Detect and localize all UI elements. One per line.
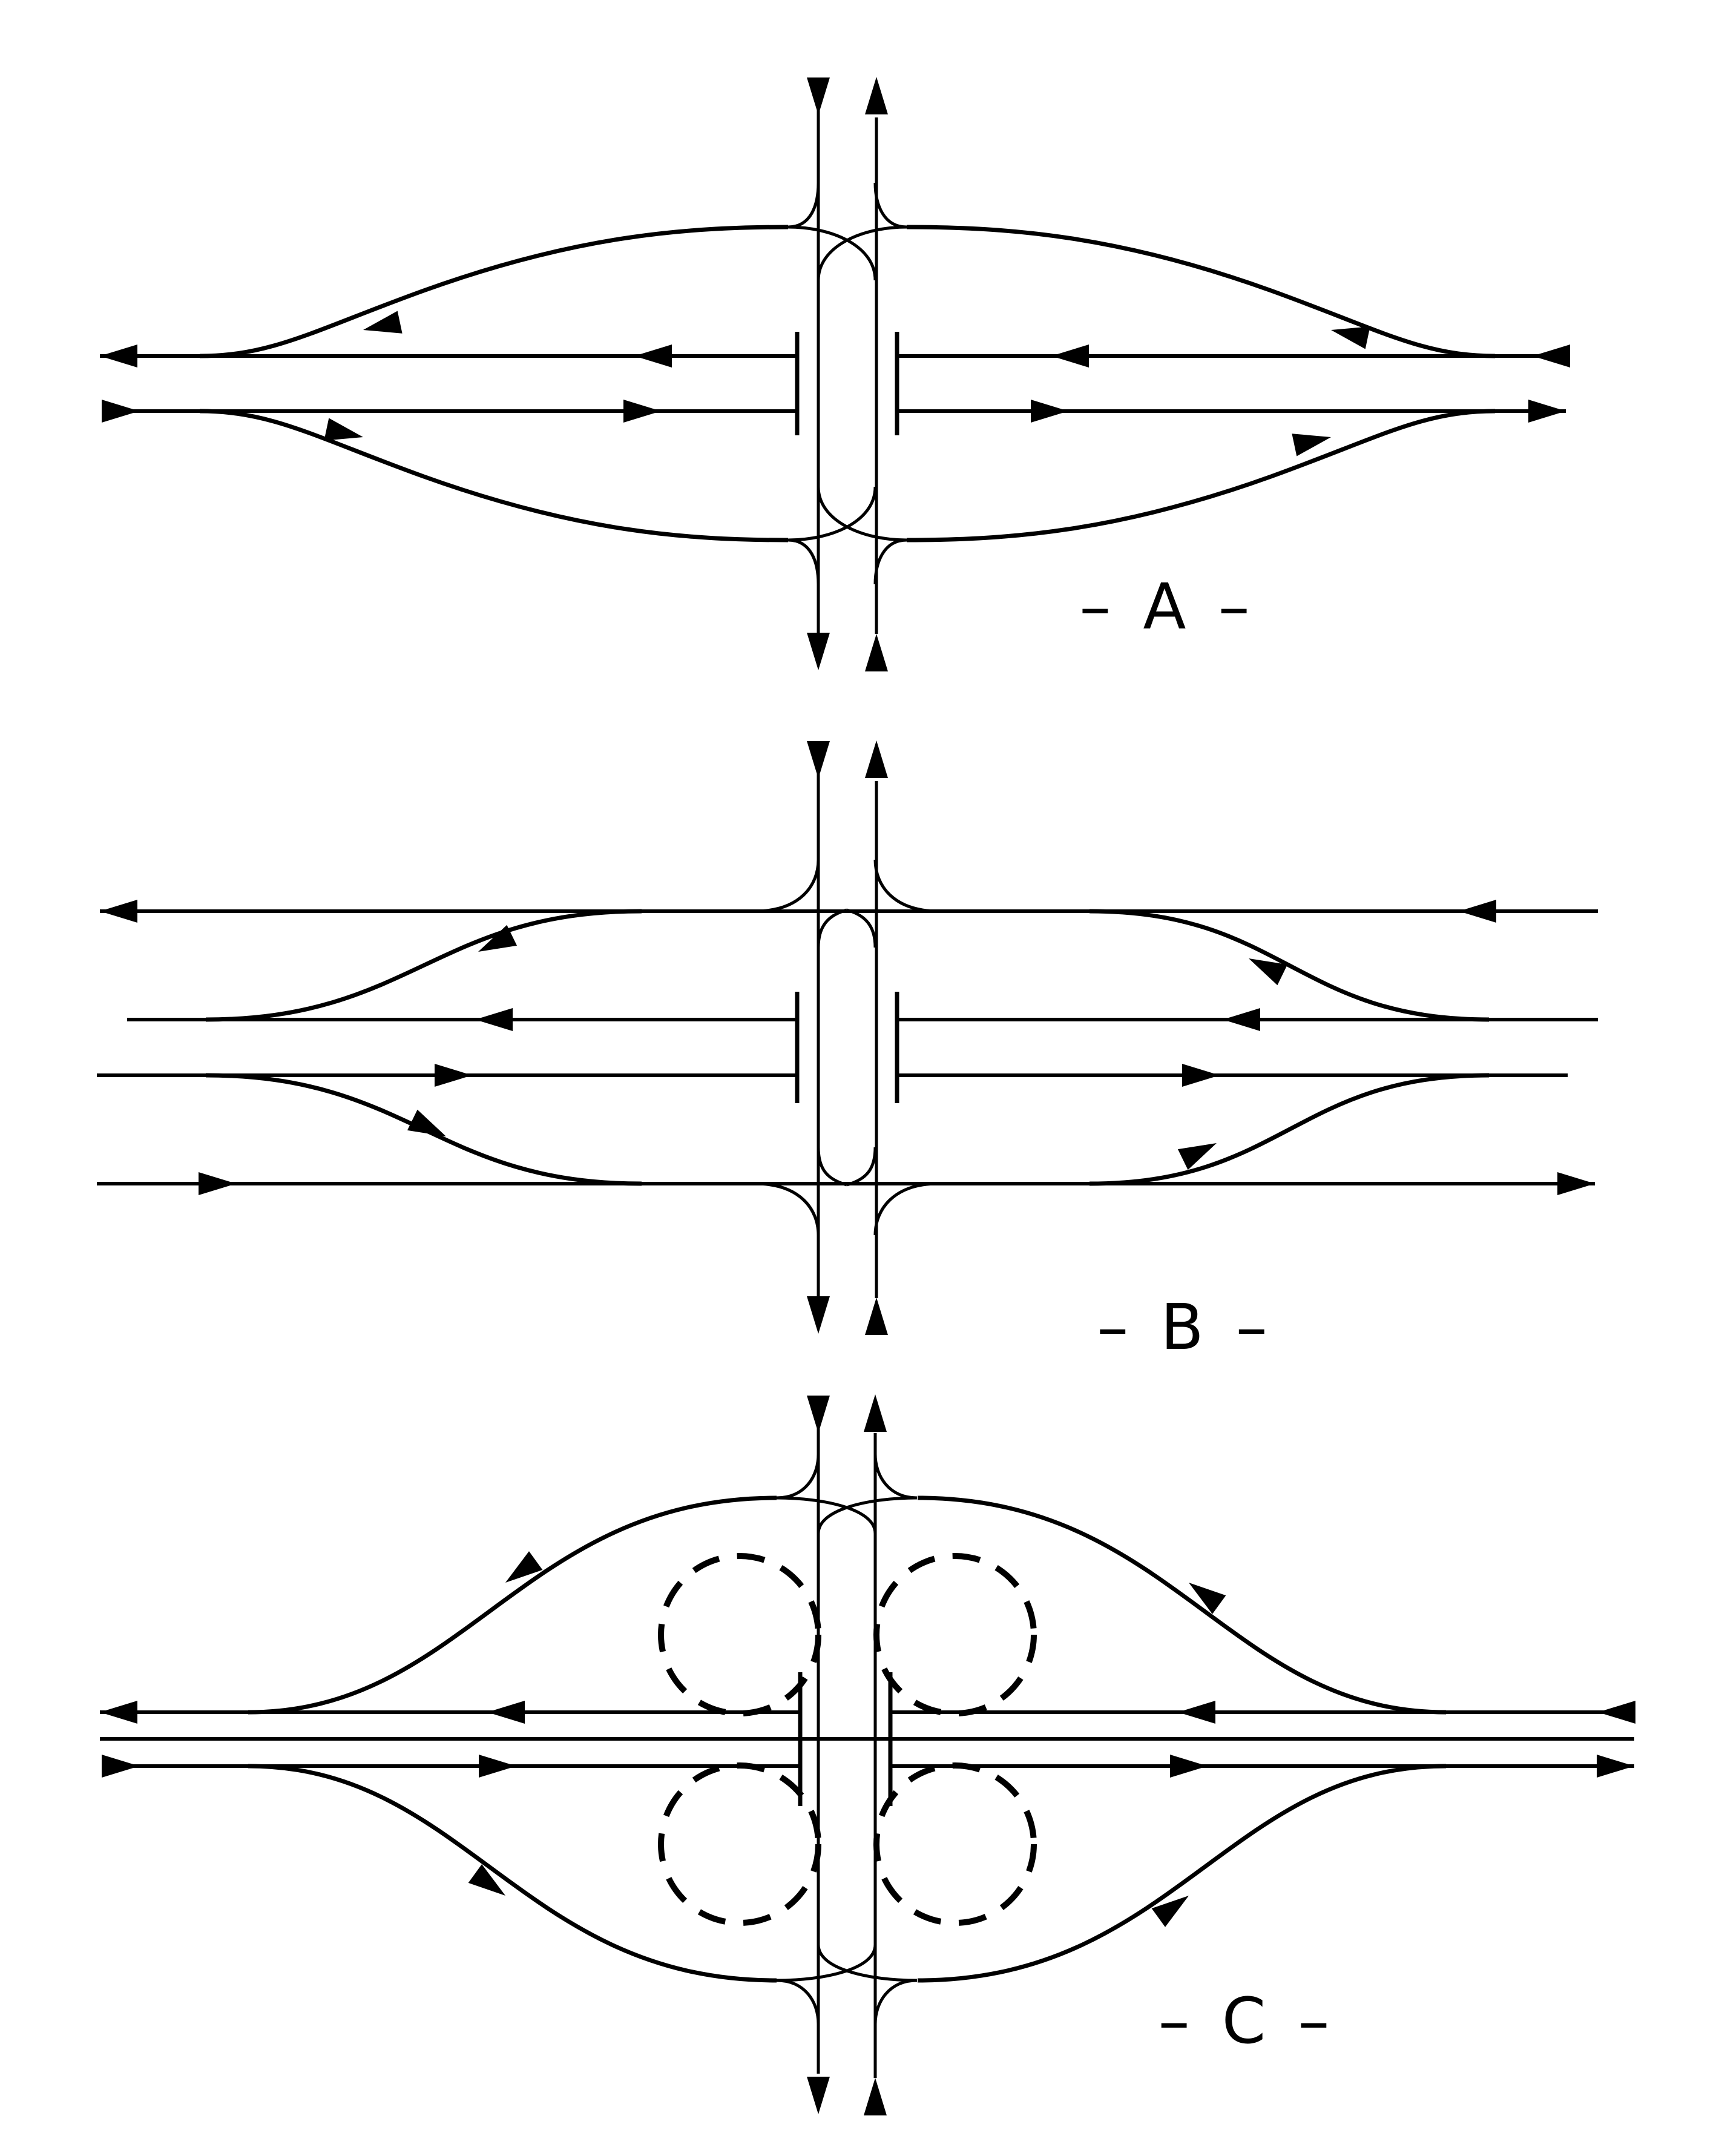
- ramp-upper-left: [248, 1495, 777, 1715]
- diagram-b: – B –: [97, 740, 1598, 1364]
- panel-label-a: – A –: [1079, 570, 1255, 644]
- ramp-upper-right: [917, 1495, 1447, 1715]
- arrowhead-icon: [100, 900, 137, 923]
- arrowhead-icon: [1533, 344, 1570, 368]
- ramp-lower-left: [199, 409, 789, 542]
- arrowhead-icon: [1170, 1755, 1208, 1778]
- crossover-arc-bottom-rtl: [817, 1944, 918, 1982]
- loop-ramp-dashed-upper-left: [658, 1553, 821, 1716]
- s-ramp-upper-left: [205, 909, 642, 1022]
- lens-bottom-left-wall: [817, 1147, 847, 1187]
- s-ramp-lower-right: [1089, 1073, 1490, 1186]
- crossover-arc-bottom-ltr: [787, 486, 877, 542]
- crossover-arc-bottom-rtl: [817, 486, 907, 542]
- arrowhead-icon: [1557, 1172, 1595, 1195]
- arrowhead-icon: [1178, 1701, 1215, 1724]
- arrowhead-icon: [865, 1297, 888, 1335]
- arrowhead-icon: [1528, 400, 1566, 423]
- arrowhead-icon: [864, 1394, 887, 1432]
- lens-bottom-right-wall: [846, 1147, 877, 1187]
- flare-bottom-left: [776, 1979, 820, 2025]
- arrowhead-icon: [199, 1172, 236, 1195]
- arrowhead-icon: [807, 2077, 830, 2114]
- arrowhead-icon: [475, 1008, 513, 1031]
- flare-top-right: [873, 182, 907, 229]
- arrowhead-icon: [1152, 1887, 1195, 1927]
- arrowhead-icon: [1223, 1008, 1260, 1031]
- arrowhead-icon: [1182, 1574, 1226, 1614]
- arrowhead-icon: [1031, 400, 1068, 423]
- arrowhead-icon: [865, 634, 888, 671]
- lens-top-left-wall: [817, 908, 847, 948]
- flare-top-right: [873, 1454, 918, 1500]
- arrowhead-icon: [100, 1701, 137, 1724]
- diagram-a: – A –: [100, 77, 1570, 671]
- arrowhead-icon: [1598, 1701, 1635, 1724]
- arrowhead-icon: [100, 344, 137, 368]
- arrowhead-icon: [623, 400, 661, 423]
- arrowhead-icon: [1051, 344, 1089, 368]
- arrowhead-icon: [102, 400, 139, 423]
- arrowhead-icon: [1329, 318, 1370, 349]
- ramp-upper-right: [906, 225, 1496, 358]
- arrowhead-icon: [468, 1864, 512, 1905]
- s-ramp-upper-right: [1089, 909, 1490, 1022]
- diagram-c: – C –: [100, 1394, 1635, 2115]
- flare-bottom-left: [754, 1182, 820, 1236]
- arrowhead-icon: [807, 1296, 830, 1334]
- flare-top-right: [873, 859, 939, 913]
- flare-bottom-right: [873, 538, 907, 585]
- flare-bottom-right: [873, 1182, 939, 1236]
- flare-bottom-right: [873, 1979, 918, 2025]
- arrowhead-icon: [435, 1064, 472, 1087]
- arrowhead-icon: [807, 741, 830, 779]
- ramp-lower-right: [906, 409, 1496, 542]
- crossover-arc-top-rtl: [817, 1496, 918, 1534]
- flare-bottom-left: [787, 538, 820, 585]
- arrowhead-icon: [102, 1755, 139, 1778]
- ramp-lower-right: [917, 1764, 1447, 1983]
- crossover-arc-top-rtl: [817, 225, 907, 281]
- lens-top-right-wall: [846, 908, 877, 948]
- arrowhead-icon: [807, 77, 830, 115]
- flare-top-left: [754, 859, 820, 913]
- ramp-upper-left: [199, 225, 789, 358]
- arrowhead-icon: [361, 311, 403, 341]
- arrowhead-icon: [499, 1551, 542, 1592]
- arrowhead-icon: [865, 740, 888, 778]
- ramp-lower-left: [248, 1764, 777, 1983]
- arrowhead-icon: [1597, 1755, 1634, 1778]
- panel-label-b: – B –: [1097, 1290, 1273, 1364]
- arrowhead-icon: [1292, 426, 1333, 456]
- arrowhead-icon: [864, 2078, 887, 2115]
- arrowhead-icon: [807, 1396, 830, 1433]
- loop-ramp-dashed-lower-right: [873, 1762, 1037, 1926]
- arrowhead-icon: [865, 77, 888, 114]
- arrowhead-icon: [807, 633, 830, 670]
- crossover-arc-bottom-ltr: [776, 1944, 877, 1982]
- flare-top-left: [787, 182, 820, 229]
- loop-ramp-dashed-upper-right: [873, 1553, 1037, 1716]
- flare-top-left: [776, 1454, 820, 1500]
- loop-ramp-dashed-lower-left: [658, 1762, 821, 1926]
- arrowhead-icon: [1459, 900, 1496, 923]
- arrowhead-icon: [634, 344, 672, 368]
- crossover-arc-top-ltr: [776, 1496, 877, 1534]
- arrowhead-icon: [487, 1701, 525, 1724]
- panel-label-c: – C –: [1159, 1984, 1336, 2058]
- arrowhead-icon: [479, 1755, 516, 1778]
- crossover-arc-top-ltr: [787, 225, 877, 281]
- arrowhead-icon: [1182, 1064, 1220, 1087]
- arrowhead-icon: [324, 418, 366, 449]
